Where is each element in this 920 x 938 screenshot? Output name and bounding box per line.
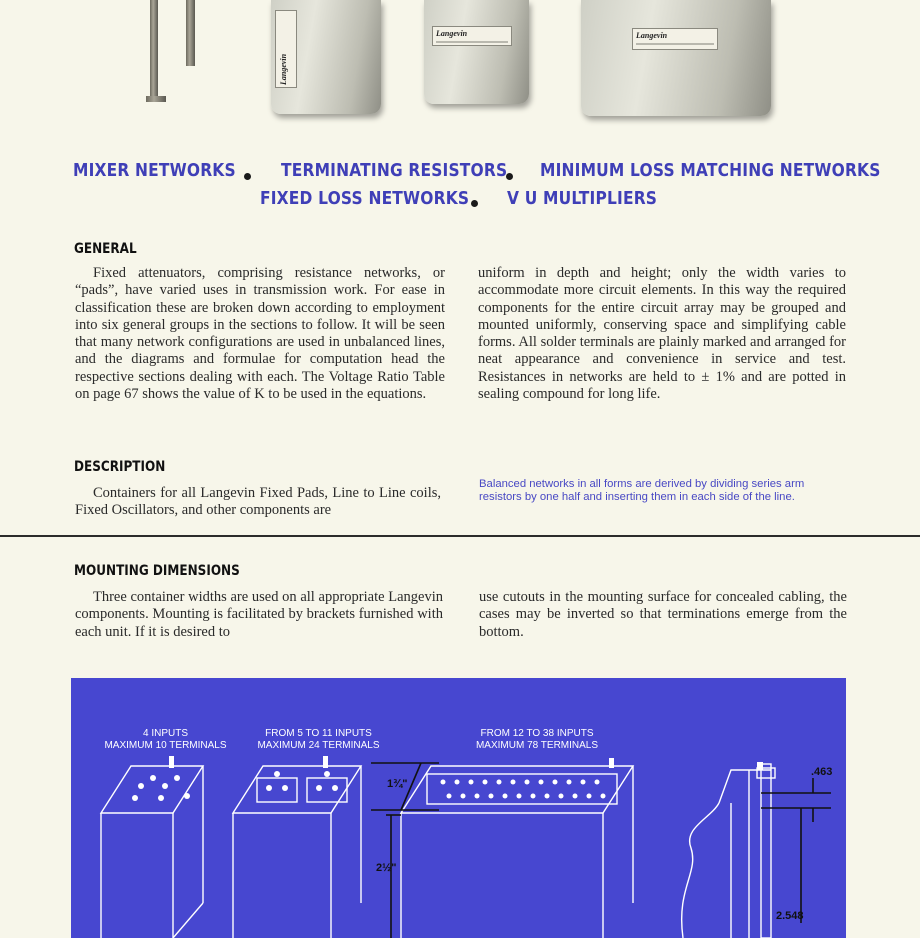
section-title-mounting-dimensions: MOUNTING DIMENSIONS [74, 563, 240, 579]
dimension-lines [371, 762, 831, 938]
section-divider [0, 535, 920, 537]
dimension-bracket-offset: .463 [811, 766, 833, 778]
nameplate: Langevin [632, 28, 718, 50]
medium-container-drawing [231, 765, 363, 938]
terminal-pins [132, 756, 763, 801]
general-left-paragraph: Fixed attenuators, comprising resistance… [75, 265, 445, 403]
headline-mixer-networks: MIXER NETWORKS [73, 160, 236, 181]
balanced-networks-note: Balanced networks in all forms are deriv… [479, 478, 805, 503]
brand-name: Langevin [436, 29, 468, 38]
mounting-dimensions-diagram: 4 INPUTS MAXIMUM 10 TERMINALS FROM 5 TO … [71, 678, 846, 938]
small-container-image: Langevin [271, 0, 381, 114]
small-container-drawing [99, 765, 205, 938]
dimension-body-height: 2½" [376, 862, 397, 874]
description-paragraph: Containers for all Langevin Fixed Pads, … [75, 485, 441, 519]
brand-name: Langevin [279, 53, 288, 85]
mounting-bracket-rear [186, 0, 195, 66]
side-view-drawing [681, 763, 776, 938]
section-title-general: GENERAL [74, 241, 137, 257]
mounting-left-paragraph: Three container widths are used on all a… [75, 589, 443, 640]
general-right-paragraph: uniform in depth and height; only the wi… [478, 265, 846, 403]
bullet-separator [244, 173, 251, 180]
headline-minimum-loss-networks: MINIMUM LOSS MATCHING NETWORKS [540, 160, 881, 181]
container-outline-drawings [99, 756, 831, 938]
label-inputs: 4 INPUTS [142, 728, 188, 739]
large-container-drawing [399, 765, 635, 938]
dimension-bracket-height: 2.548 [776, 910, 804, 922]
diagram-label-large: FROM 12 TO 38 INPUTS MAXIMUM 78 TERMINAL… [457, 728, 617, 752]
diagram-label-medium: FROM 5 TO 11 INPUTS MAXIMUM 24 TERMINALS [246, 728, 391, 752]
nameplate: Langevin [275, 10, 297, 88]
bullet-separator [506, 173, 513, 180]
dimension-top-height: 1¾" [387, 778, 408, 790]
headline-fixed-loss-networks: FIXED LOSS NETWORKS [260, 188, 470, 209]
brand-name: Langevin [636, 31, 668, 40]
headline-terminating-resistors: TERMINATING RESISTORS [281, 160, 508, 181]
label-terminals: MAXIMUM 24 TERMINALS [257, 740, 380, 751]
mounting-bracket-foot [146, 96, 166, 102]
diagram-label-small: 4 INPUTS MAXIMUM 10 TERMINALS [93, 728, 238, 752]
label-inputs: FROM 5 TO 11 INPUTS [265, 728, 372, 739]
nameplate: Langevin [432, 26, 512, 46]
headline-vu-multipliers: V U MULTIPLIERS [507, 188, 658, 209]
label-inputs: FROM 12 TO 38 INPUTS [480, 728, 594, 739]
mounting-bracket-image [150, 0, 158, 102]
large-container-image: Langevin [581, 0, 771, 116]
bullet-separator [471, 200, 478, 207]
medium-container-image: Langevin [424, 0, 529, 104]
section-title-description: DESCRIPTION [74, 459, 166, 475]
label-terminals: MAXIMUM 78 TERMINALS [475, 740, 599, 751]
label-terminals: MAXIMUM 10 TERMINALS [104, 740, 227, 751]
mounting-right-paragraph: use cutouts in the mounting surface for … [479, 589, 847, 640]
